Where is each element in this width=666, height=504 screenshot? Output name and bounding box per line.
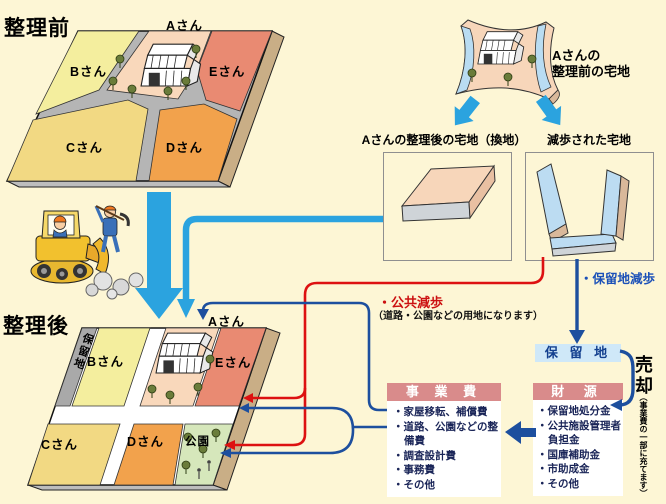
kokyo-genbu-subnote: （道路・公園などの用地になります） xyxy=(373,311,543,322)
before-plot-a-label: Aさん xyxy=(166,19,204,33)
jigyohi-body: ・家屋移転、補償費 ・道路、公園などの整備費 ・調査設計費 ・事務費 ・その他 xyxy=(387,401,501,497)
before-plot-c-label: Cさん xyxy=(66,141,104,155)
zaigen-item: ・国庫補助金 xyxy=(537,448,600,461)
after-plot-d-label: Dさん xyxy=(127,435,165,449)
baikyaku-note: （事業費の一部に充てます） xyxy=(639,393,648,497)
zaigen-item: ・公共施設管理者負担金 xyxy=(537,419,621,447)
before-plot-d-label: Dさん xyxy=(166,141,204,155)
kanchi-box-label: Aさんの整理後の宅地（換地） xyxy=(361,133,527,147)
after-title: 整理後 xyxy=(3,315,69,338)
piece-label-line2: 整理前の宅地 xyxy=(552,64,631,79)
after-plot-park-label: 公園 xyxy=(185,436,210,448)
after-plot-e-label: Eさん xyxy=(215,356,252,370)
a-land-piece xyxy=(455,19,560,105)
genbu-pieces xyxy=(536,163,630,257)
zaigen-box: 財 源 ・保留地処分金 ・公共施設管理者負担金 ・国庫補助金 ・市助成金 ・その… xyxy=(533,383,623,496)
jigyohi-box: 事 業 費 ・家屋移転、補償費 ・道路、公園などの整備費 ・調査設計費 ・事務費… xyxy=(387,383,501,497)
jigyohi-item: ・調査設計費 xyxy=(393,449,456,462)
construction-workers-illustration xyxy=(30,205,144,300)
horyuchi-genbu-note: ・保留地減歩 xyxy=(580,272,656,286)
baikyaku-label: 売却 xyxy=(633,355,653,397)
jigyohi-item: ・道路、公園などの整備費 xyxy=(393,420,498,448)
piece-label-line1: Aさんの xyxy=(552,48,601,63)
before-plot-b-label: Bさん xyxy=(70,65,108,79)
after-plot-a-label: Aさん xyxy=(208,315,246,329)
zaigen-body: ・保留地処分金 ・公共施設管理者負担金 ・国庫補助金 ・市助成金 ・その他 xyxy=(533,400,623,496)
before-title: 整理前 xyxy=(4,17,70,40)
zaigen-header: 財 源 xyxy=(533,383,623,400)
zaigen-item: ・市助成金 xyxy=(537,463,590,475)
horyuchi-box: 保 留 地 xyxy=(535,344,621,362)
jigyohi-item: ・その他 xyxy=(393,478,435,491)
before-plot-e-label: Eさん xyxy=(209,65,246,79)
zaigen-item: ・保留地処分金 xyxy=(537,405,611,417)
zaigen-item: ・その他 xyxy=(537,477,579,490)
kanchi-slab xyxy=(400,164,496,222)
genbu-box-label: 減歩された宅地 xyxy=(546,133,631,147)
after-plot xyxy=(26,327,281,491)
before-plot xyxy=(5,30,285,188)
jigyohi-header: 事 業 費 xyxy=(387,383,501,401)
after-plot-b-label: Bさん xyxy=(87,355,125,369)
jigyohi-item: ・家屋移転、補償費 xyxy=(393,406,488,418)
jigyohi-item: ・事務費 xyxy=(393,464,435,476)
after-plot-c-label: Cさん xyxy=(41,438,79,452)
